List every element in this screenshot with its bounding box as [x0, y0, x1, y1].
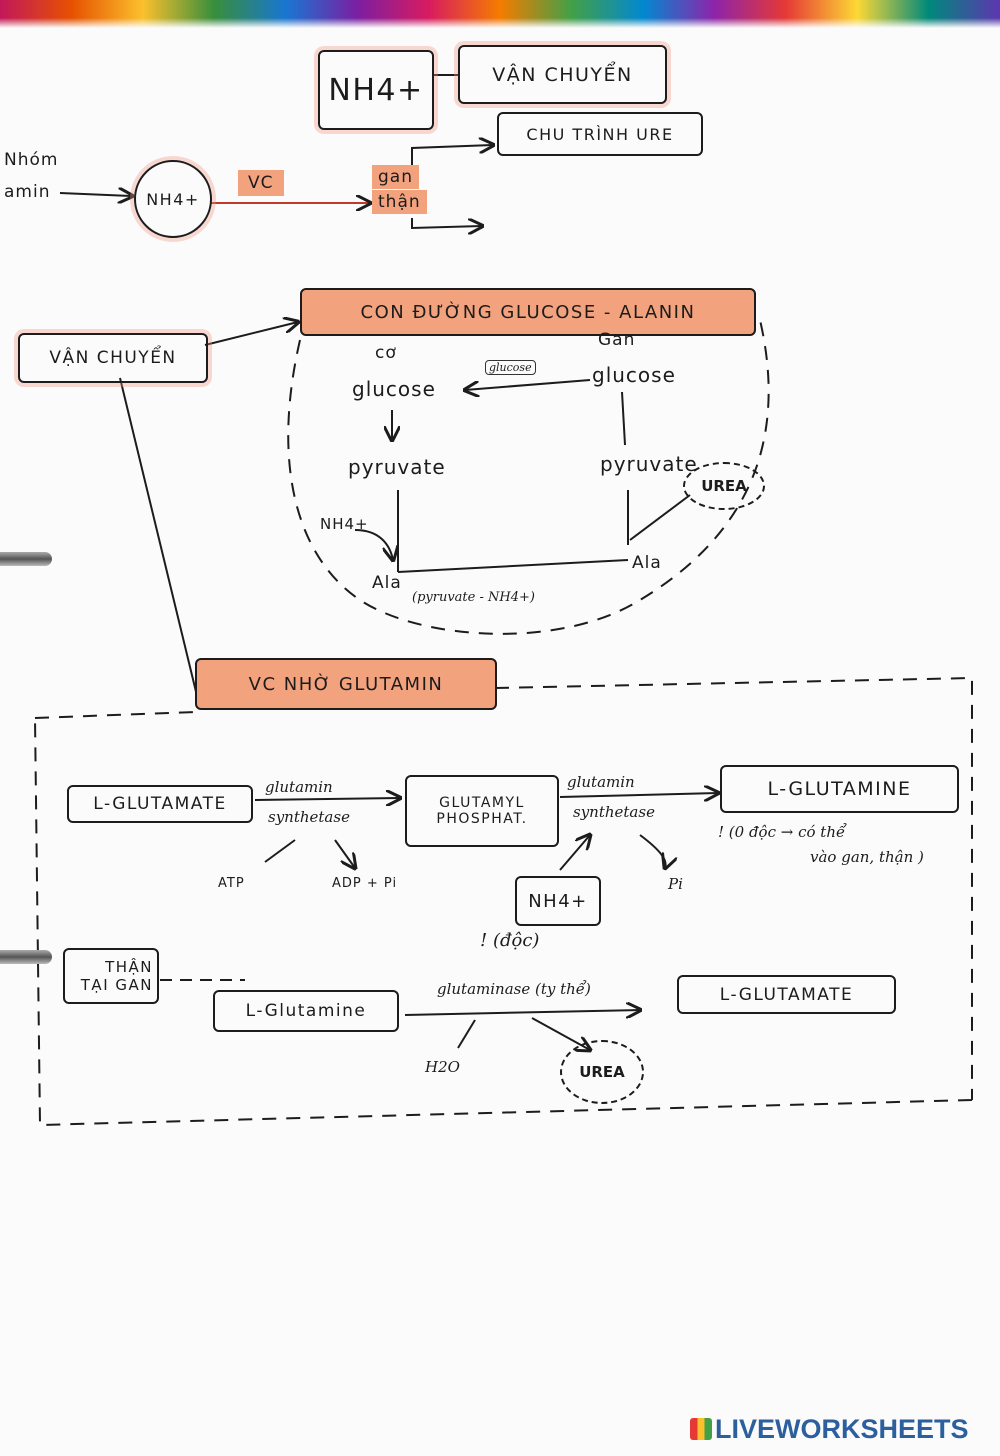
l-glutamate-label-2: L-GLUTAMATE — [719, 984, 854, 1005]
urea-label: UREA — [701, 477, 747, 495]
l-glutamine-label: L-GLUTAMINE — [767, 778, 912, 800]
van-chuyen-label: VẬN CHUYỂN — [492, 63, 633, 86]
l-glutamine-box: L-GLUTAMINE — [720, 765, 959, 813]
l-glutamate-label: L-GLUTAMATE — [93, 794, 227, 814]
nhom-label: Nhóm — [4, 150, 59, 170]
nh4-circle-label: NH4+ — [146, 189, 200, 209]
pyruvate-left: pyruvate — [348, 455, 446, 479]
binder-ring-bottom — [0, 950, 52, 964]
note-line1: ! (0 độc → có thể — [718, 823, 846, 841]
ala-right: Ala — [632, 553, 662, 573]
amin-label: amin — [4, 182, 51, 202]
glutaminase-label: glutaminase (ty thể) — [437, 980, 591, 998]
vc-label: VC — [238, 170, 284, 196]
chu-trinh-ure-label: CHU TRÌNH URE — [526, 124, 674, 144]
glutamin-title-box: VC NHỜ GLUTAMIN — [195, 658, 497, 710]
ala-left: Ala — [372, 573, 402, 593]
nh4-main-box: NH4+ — [318, 50, 434, 130]
nh4-circle: NH4+ — [134, 160, 212, 238]
enzyme2-top: glutamin — [567, 773, 635, 791]
adp-label: ADP + Pi — [332, 876, 398, 891]
logo-text: LIVEWORKSHEETS — [715, 1414, 969, 1444]
nh4-alanine: NH4+ — [320, 515, 369, 533]
nh4-main-label: NH4+ — [328, 72, 424, 108]
van-chuyen-left-label: VẬN CHUYỂN — [49, 348, 177, 368]
glucose-alanin-title-box: CON ĐƯỜNG GLUCOSE - ALANIN — [300, 288, 756, 336]
glucose-alanin-title: CON ĐƯỜNG GLUCOSE - ALANIN — [360, 301, 696, 323]
photo-top-strip — [0, 0, 1000, 28]
van-chuyen-left-box: VẬN CHUYỂN — [18, 333, 208, 383]
l-glutamate-box-2: L-GLUTAMATE — [677, 975, 896, 1014]
phosphat-label: PHOSPHAT. — [436, 811, 528, 827]
pyruvate-nh4-label: (pyruvate - NH4+) — [412, 590, 535, 605]
enzyme1-bottom: synthetase — [268, 808, 350, 826]
pyruvate-right: pyruvate — [600, 452, 698, 476]
chu-trinh-ure-box: CHU TRÌNH URE — [497, 112, 703, 156]
glutamin-title: VC NHỜ GLUTAMIN — [248, 673, 444, 695]
nh4-glutamine-box: NH4+ — [515, 876, 601, 926]
than-label-2: THẬN — [105, 958, 153, 976]
binder-ring-top — [0, 552, 52, 566]
urea-burst: UREA — [683, 462, 765, 510]
l-glutamate-box: L-GLUTAMATE — [67, 785, 253, 823]
enzyme1-top: glutamin — [265, 778, 333, 796]
atp-label: ATP — [218, 876, 245, 891]
glucose-small-label: glucose — [485, 360, 536, 375]
glucose-left: glucose — [352, 377, 436, 401]
l-glutamine-box-2: L-Glutamine — [213, 990, 399, 1032]
gan-label-2: Gan — [598, 330, 636, 350]
l-glutamine-label-2: L-Glutamine — [245, 1001, 367, 1021]
pi-label: Pi — [668, 875, 683, 893]
note-line2: vào gan, thận ) — [810, 848, 924, 866]
tai-gan-label: TẠI GAN — [80, 976, 153, 994]
urea-burst-2: UREA — [560, 1040, 644, 1104]
than-label: thận — [372, 190, 427, 214]
h2o-label: H2O — [425, 1058, 460, 1076]
nh4-glutamine-label: NH4+ — [528, 890, 588, 912]
van-chuyen-box: VẬN CHUYỂN — [458, 45, 667, 104]
urea-label-2: UREA — [579, 1063, 625, 1081]
glucose-right: glucose — [592, 363, 676, 387]
gan-label: gan — [372, 165, 419, 189]
doc-label: ! (độc) — [480, 930, 540, 951]
glutamyl-label: GLUTAMYL — [439, 795, 525, 811]
co-label: cơ — [375, 343, 397, 363]
enzyme2-bottom: synthetase — [573, 803, 655, 821]
liveworksheets-icon — [690, 1418, 712, 1440]
liveworksheets-logo: LIVEWORKSHEETS — [690, 1414, 969, 1445]
